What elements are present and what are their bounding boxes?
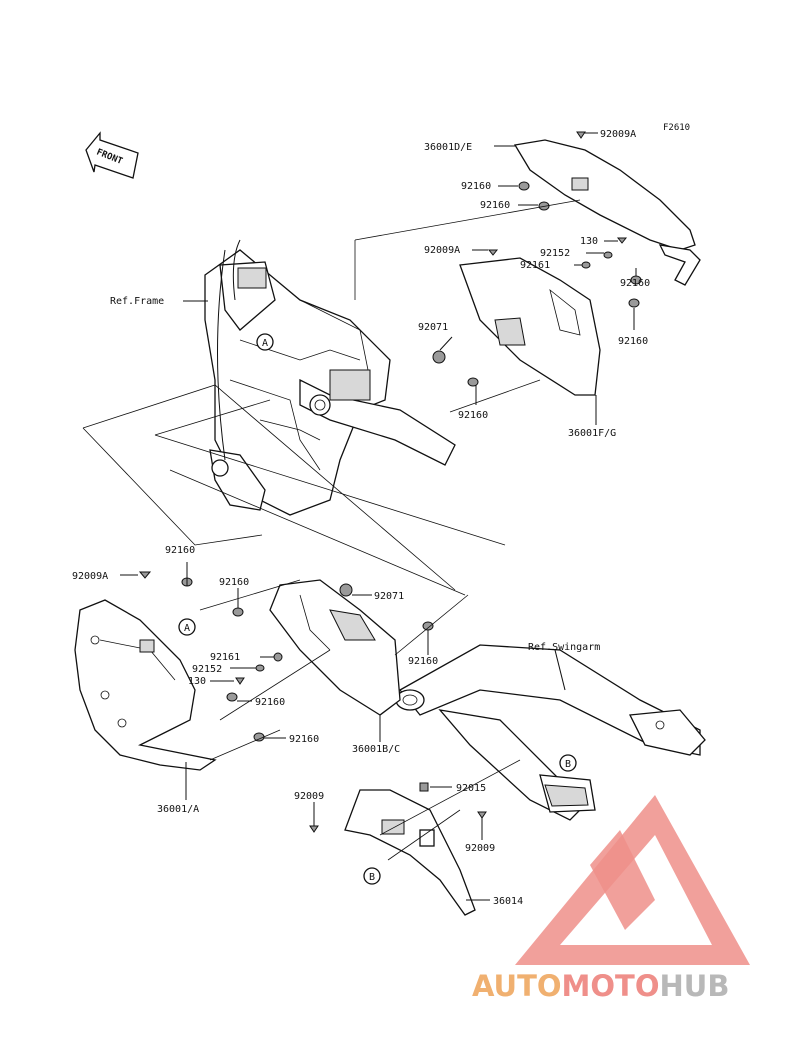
label-ref-frame: Ref.Frame [110,296,164,307]
label-92009a-mid: 92009A [424,245,460,256]
callouts: A A B B [178,333,577,885]
label-92160-8: 92160 [408,656,438,667]
callout-b-guard [363,867,381,885]
label-92071-top: 92071 [418,322,448,333]
middle-cover [269,579,401,716]
front-arrow-icon: FRONT [85,131,139,179]
label-92160-4: 92160 [618,336,648,347]
label-92160-3: 92160 [620,278,650,289]
watermark-part1: AUTO [472,969,562,1003]
lower-right-cover [459,257,601,396]
callout-b-swingarm [559,754,577,772]
swingarm-drawing [395,644,706,821]
upper-right-cover [513,139,701,286]
callout-a-frame-label: A [262,338,268,349]
callout-a-cover-label: A [184,623,190,634]
label-92160-6: 92160 [165,545,195,556]
label-92009a-top: 92009A [600,129,636,140]
label-36001f-g: 36001F/G [568,428,616,439]
label-92009-left: 92009 [294,791,324,802]
label-92152-top: 92152 [540,248,570,259]
label-36001-a: 36001/A [157,804,199,815]
label-92160-2: 92160 [480,200,510,211]
label-92160-5: 92160 [458,410,488,421]
label-92009a-left: 92009A [72,571,108,582]
left-cover [74,599,217,771]
label-92160-7: 92160 [219,577,249,588]
label-92160-1: 92160 [461,181,491,192]
label-36001b-c: 36001B/C [352,744,400,755]
label-36014: 36014 [493,896,523,907]
label-92160-10: 92160 [289,734,319,745]
watermark-part3: HUB [660,969,730,1003]
chain-guard [344,789,476,916]
callout-b-swingarm-label: B [565,759,571,770]
frame-drawing [204,239,456,516]
label-92071-mid: 92071 [374,591,404,602]
label-92160-9: 92160 [255,697,285,708]
hardware [138,131,642,833]
label-ref-swingarm: Ref.Swingarm [528,642,600,653]
watermark-part2: MOTO [562,969,660,1003]
label-92161-mid: 92161 [210,652,240,663]
watermark-text: AUTOMOTOHUB [472,969,729,1003]
label-92161-top: 92161 [520,260,550,271]
label-92015: 92015 [456,783,486,794]
label-130-top: 130 [580,236,598,247]
leader-lines [82,132,637,901]
label-36001d-e: 36001D/E [424,142,472,153]
watermark-triangle-icon [515,795,750,965]
watermark-logo [515,795,750,965]
label-92152-mid: 92152 [192,664,222,675]
callout-a-cover [178,618,196,636]
figure-code: F2610 [663,123,690,133]
callout-a-frame [256,333,274,351]
part-labels: Ref.Frame Ref.Swingarm 36001D/E 92009A 9… [72,129,650,907]
callout-b-guard-label: B [369,872,375,883]
label-92009-right: 92009 [465,843,495,854]
label-130-mid: 130 [188,676,206,687]
